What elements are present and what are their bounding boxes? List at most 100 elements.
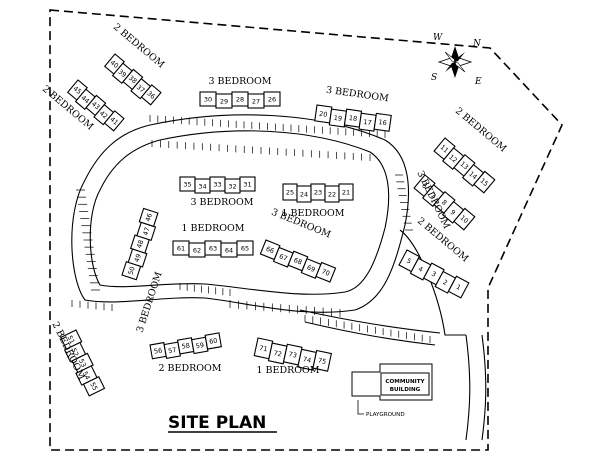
ring-road-inner-edge	[89, 130, 390, 295]
building-label-b61: 1 BEDROOM	[181, 223, 244, 234]
unit-box	[103, 110, 125, 132]
unit-box	[204, 332, 223, 350]
unit-number: 41	[108, 115, 119, 126]
unit-number: 69	[306, 263, 317, 274]
building-label-b71: 1 BEDROOM	[256, 365, 319, 376]
unit-number: 46	[144, 212, 154, 222]
unit-number: 39	[116, 68, 127, 79]
unit-number: 40	[109, 58, 120, 69]
unit-number: 49	[133, 253, 143, 263]
unit-box	[315, 261, 337, 283]
unit-box	[373, 112, 392, 132]
community-building: COMMUNITY BUILDING	[351, 363, 433, 401]
unit-number: 33	[213, 180, 221, 188]
unit-number: 71	[259, 344, 269, 354]
unit-number: 43	[90, 100, 101, 111]
compass-west-label: W	[433, 33, 443, 43]
unit-number: 68	[293, 256, 304, 267]
unit-number: 74	[302, 355, 312, 365]
unit-box	[338, 183, 354, 201]
unit-number: 25	[286, 188, 294, 196]
unit-box	[239, 176, 256, 192]
unit-number: 21	[342, 188, 350, 196]
unit-number: 58	[181, 341, 191, 350]
unit-box	[138, 207, 159, 228]
unit-number: 26	[268, 95, 276, 103]
unit-number: 53	[77, 358, 88, 369]
site-entrance-road	[465, 334, 487, 441]
unit-number: 3	[430, 270, 437, 279]
parking-stalls	[71, 115, 431, 343]
unit-number: 56	[153, 346, 163, 355]
community-building-label-line2: BUILDING	[390, 387, 421, 393]
unit-number: 24	[300, 190, 308, 198]
unit-number: 57	[168, 346, 178, 355]
unit-number: 54	[81, 370, 92, 381]
unit-box	[312, 349, 333, 372]
building-label-b50: 3 BEDROOM	[135, 270, 165, 334]
compass-south-label: S	[431, 73, 437, 83]
unit-box	[140, 84, 162, 106]
unit-number: 34	[198, 182, 206, 190]
unit-number: 47	[141, 226, 151, 236]
unit-number: 70	[320, 267, 331, 278]
unit-number: 7	[429, 191, 437, 200]
building-label-b56: 2 BEDROOM	[158, 363, 221, 374]
unit-box	[447, 275, 470, 299]
unit-number: 20	[319, 110, 328, 119]
unit-number: 60	[209, 337, 219, 346]
unit-number: 73	[288, 350, 298, 360]
unit-number: 50	[126, 266, 136, 276]
unit-number: 65	[241, 244, 249, 252]
unit-number: 23	[314, 188, 322, 196]
unit-number: 45	[72, 84, 83, 95]
property-boundary	[49, 9, 563, 451]
building-b71: 71 72 73 74 75	[253, 337, 333, 372]
playground-leader-line	[357, 400, 364, 415]
compass-north-label: N	[472, 39, 482, 49]
unit-box	[236, 240, 254, 256]
unit-box	[473, 170, 496, 194]
unit-number: 1	[455, 283, 462, 292]
unit-number: 8	[440, 198, 448, 207]
compass-east-label: E	[474, 77, 482, 87]
unit-number: 13	[458, 160, 469, 171]
unit-number: 18	[348, 114, 357, 123]
unit-number: 4	[417, 265, 424, 274]
unit-number: 31	[243, 180, 251, 188]
unit-number: 63	[209, 244, 217, 252]
building-label-b25: 1 BEDROOM	[281, 208, 344, 219]
unit-number: 2	[441, 278, 448, 287]
unit-number: 12	[447, 153, 458, 164]
building-label-b20: 3 BEDROOM	[325, 85, 389, 105]
unit-number: 15	[478, 177, 489, 188]
playground-label: PLAYGROUND	[366, 412, 405, 418]
unit-number: 72	[273, 349, 283, 359]
unit-number: 42	[98, 109, 109, 120]
unit-box	[263, 91, 281, 107]
unit-number: 61	[177, 244, 185, 252]
unit-number: 14	[467, 170, 478, 181]
unit-number: 66	[265, 245, 276, 256]
unit-number: 51	[66, 334, 77, 345]
ring-road-outer-edge	[71, 114, 410, 313]
unit-number: 67	[278, 252, 289, 263]
community-building-label-line1: COMMUNITY	[385, 379, 425, 385]
unit-number: 11	[439, 143, 450, 154]
unit-box	[82, 376, 106, 397]
unit-number: 28	[236, 95, 244, 103]
building-label-b30: 3 BEDROOM	[208, 76, 271, 87]
unit-number: 75	[317, 356, 327, 366]
